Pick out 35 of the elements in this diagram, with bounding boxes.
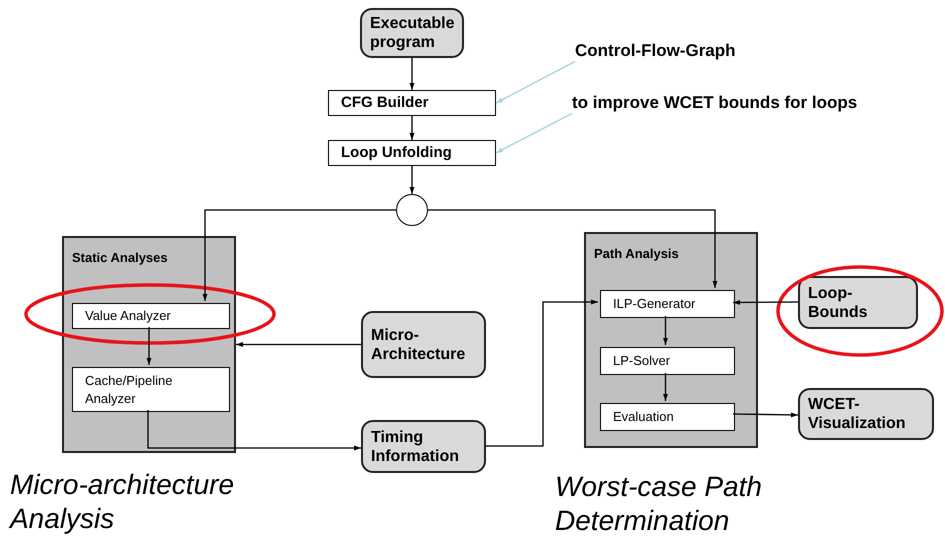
group-heading: Path Analysis <box>594 245 679 263</box>
leader-line <box>496 60 576 104</box>
rounded-box: WCET-Visualization <box>798 388 934 440</box>
arrow <box>732 412 798 418</box>
process-box: Evaluation <box>600 403 735 431</box>
arrow <box>428 209 718 288</box>
arrow <box>147 410 361 450</box>
arrow <box>146 327 152 365</box>
group-panel <box>62 236 236 453</box>
process-box: Loop Unfolding <box>328 140 496 166</box>
arrow <box>202 209 396 301</box>
section-caption: Micro-architecture Analysis <box>10 468 236 536</box>
leader-line <box>496 112 572 154</box>
arrow <box>410 116 414 140</box>
rounded-box: Loop-Bounds <box>798 276 918 329</box>
arrow <box>236 342 361 347</box>
arrow <box>486 300 598 447</box>
annotation-text: Control-Flow-Graph <box>575 38 785 64</box>
group-panel <box>584 232 758 448</box>
arrow <box>410 58 414 90</box>
rounded-box: Executable program <box>360 8 464 58</box>
arrow <box>733 300 798 305</box>
process-box: Value Analyzer <box>72 303 230 329</box>
rounded-box: Timing Information <box>361 420 486 473</box>
arrow <box>663 316 668 345</box>
arrow <box>410 166 414 194</box>
process-box: Cache/Pipeline Analyzer <box>72 367 230 412</box>
process-box: CFG Builder <box>328 90 496 116</box>
annotation-text: to improve WCET bounds for loops <box>572 90 937 116</box>
section-caption: Worst-case Path Determination <box>555 470 763 538</box>
group-heading: Static Analyses <box>72 249 168 267</box>
rounded-box: Micro-Architecture <box>361 311 486 378</box>
process-box: LP-Solver <box>600 347 735 375</box>
arrow <box>663 373 668 401</box>
process-box: ILP-Generator <box>600 290 735 318</box>
